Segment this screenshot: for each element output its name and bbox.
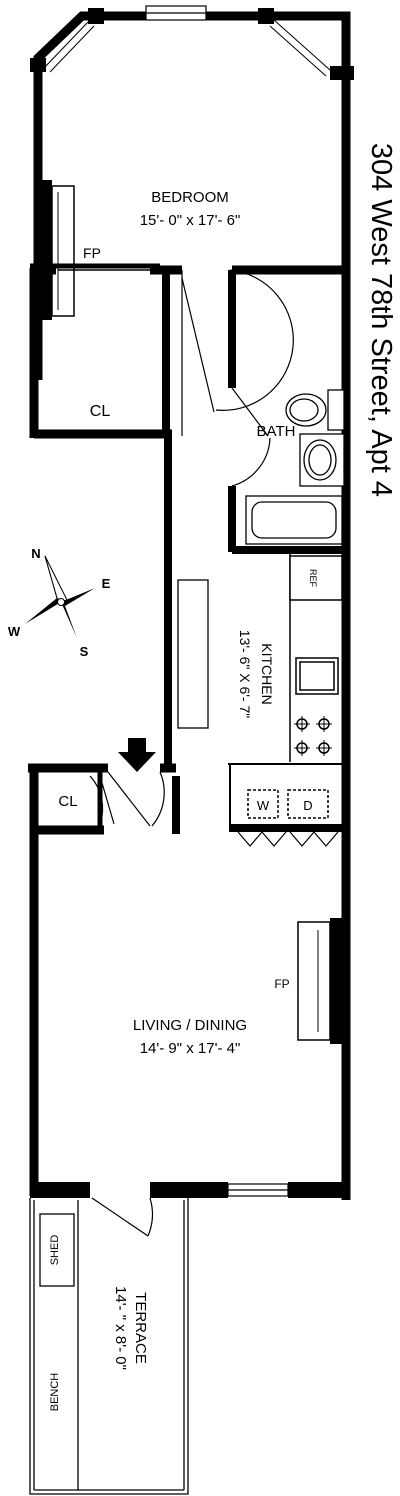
kitchen-size: 13'- 6" X 6'- 7" — [237, 630, 253, 718]
kitchen-label: KITCHEN — [259, 643, 275, 704]
hallway-shelf — [177, 579, 209, 729]
terrace-size: 14'- " x 8'- 0" — [112, 1286, 129, 1370]
bath-walls — [228, 265, 346, 554]
entry-closet-label: CL — [58, 793, 77, 810]
labels: 304 West 78th Street, Apt 4 BEDROOM 15'-… — [8, 143, 397, 1411]
bedroom-size: 15'- 0" x 17'- 6" — [140, 212, 241, 229]
refrigerator-label: REF — [308, 569, 318, 588]
closet-sliding-doors — [58, 265, 150, 271]
entry-closet-door — [89, 775, 115, 825]
compass-east-label: E — [102, 576, 111, 591]
bench-label: BENCH — [49, 1373, 61, 1412]
bedroom-label: BEDROOM — [151, 189, 229, 206]
compass-south-label: S — [80, 644, 89, 659]
kitchen-sink-icon — [295, 657, 339, 695]
bedroom-closet-label: CL — [90, 403, 111, 420]
bedroom-bay-wall — [33, 11, 351, 380]
shed-label: SHED — [49, 1235, 61, 1266]
stove-icon — [294, 716, 332, 756]
bath-door — [231, 387, 271, 487]
compass-north-label: N — [31, 546, 40, 561]
shed-outline — [39, 1213, 75, 1287]
bedroom-door — [181, 269, 294, 436]
bay-corners — [30, 8, 354, 80]
entry-door — [107, 771, 165, 827]
compass — [25, 555, 95, 638]
washer-label: W — [257, 798, 270, 813]
bathtub-icon — [245, 495, 343, 545]
kitchen-counter — [289, 552, 343, 762]
living-label: LIVING / DINING — [133, 1017, 247, 1034]
bedroom-fireplace-label: FP — [83, 245, 101, 261]
washer-icon — [247, 789, 279, 819]
bath-label: BATH — [257, 423, 296, 440]
hallway-walls — [164, 434, 180, 834]
address-title: 304 West 78th Street, Apt 4 — [365, 143, 397, 497]
living-size: 14'- 9" x 17'- 4" — [140, 1040, 241, 1057]
entry-arrow-icon — [118, 738, 156, 772]
compass-west-label: W — [8, 624, 21, 639]
dryer-icon — [287, 789, 329, 819]
dryer-label: D — [303, 798, 312, 813]
living-fireplace-label: FP — [274, 977, 289, 991]
bay-windows — [43, 5, 331, 77]
laundry-closet — [228, 763, 346, 847]
toilet-icon — [285, 389, 345, 431]
terrace-outline — [29, 1198, 189, 1495]
living-fireplace — [297, 918, 348, 1044]
terrace-door — [91, 1197, 154, 1237]
bath-sink-icon — [299, 433, 345, 487]
terrace-label: TERRACE — [132, 1292, 149, 1364]
bedroom-fireplace — [34, 180, 75, 320]
refrigerator-icon — [289, 555, 343, 601]
living-window — [227, 1183, 289, 1197]
